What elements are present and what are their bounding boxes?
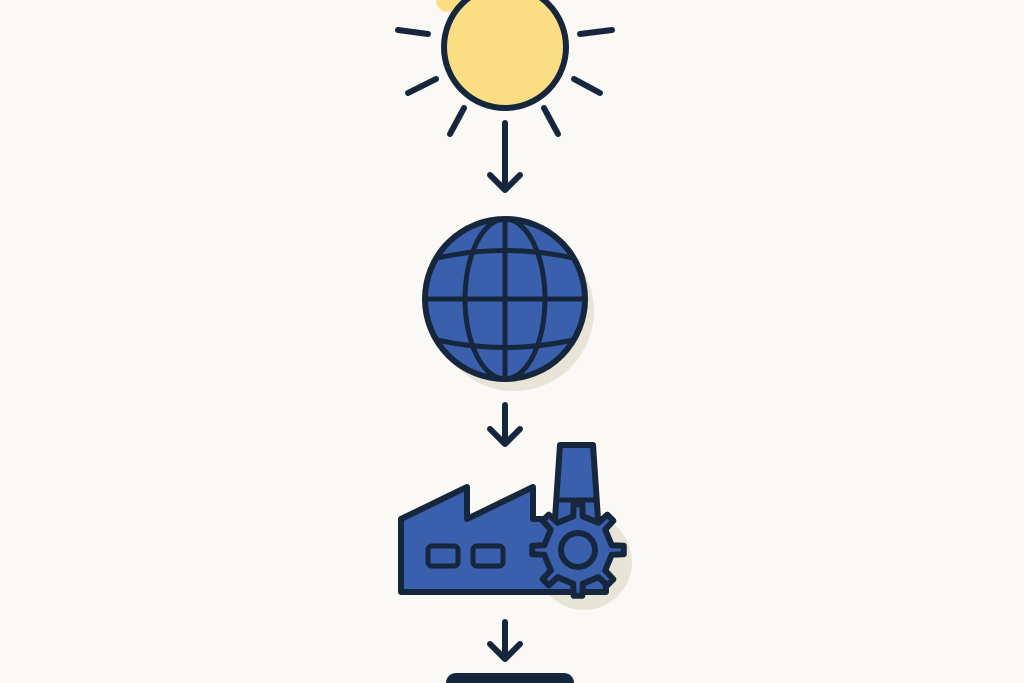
block-icon: [446, 673, 574, 683]
sun-rays: [395, 27, 615, 137]
output-block: [446, 673, 574, 683]
factory-gear-icon: [398, 442, 632, 610]
globe-lines: [426, 216, 584, 382]
sun-disc: [441, 0, 569, 111]
gear-icon: [529, 501, 627, 599]
sun-icon: [395, 0, 615, 137]
flow-arrow-3: [487, 619, 523, 662]
factory-window-right: [470, 543, 506, 569]
factory-window-left: [425, 543, 461, 569]
globe-icon: [422, 216, 594, 391]
flow-arrow-1: [487, 120, 523, 193]
flow-arrow-2: [487, 402, 523, 447]
